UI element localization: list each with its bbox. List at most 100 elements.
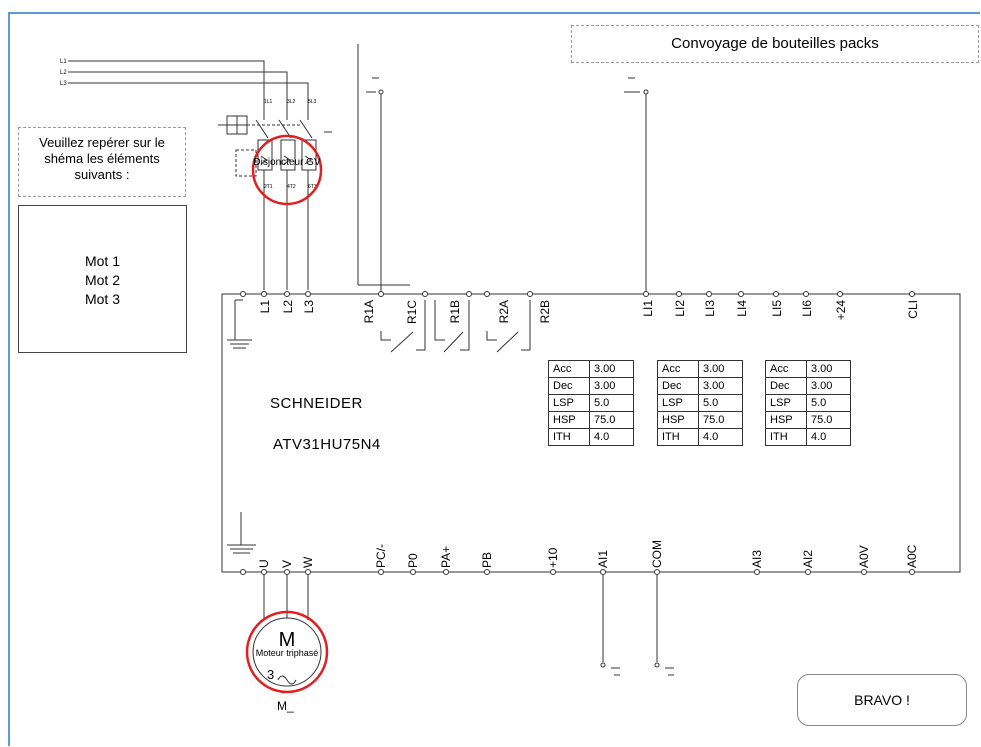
terminal-label-li1: LI1	[641, 300, 655, 317]
window-frame	[8, 12, 980, 746]
terminal-label-li2: LI2	[673, 300, 687, 317]
param-value: 3.00	[806, 360, 851, 378]
param-value: 75.0	[589, 411, 634, 429]
param-value: 3.00	[589, 360, 634, 378]
word-item: Mot 3	[84, 291, 120, 307]
terminal-label-com: COM	[650, 540, 664, 568]
ground-symbol	[227, 512, 256, 554]
terminal-label-li4: LI4	[735, 300, 749, 317]
motor-label: Moteur triphasé	[256, 648, 319, 658]
top-terminal-labels: L1 L2 L3 R1A R1C R1B R2A R2B LI1 LI2 LI3…	[258, 300, 920, 324]
drive-brand: SCHNEIDER	[270, 395, 363, 412]
terminal-label-ai3: AI3	[750, 550, 764, 568]
terminal-label-pb: PB	[480, 552, 494, 568]
param-key: Dec	[657, 377, 699, 395]
param-value: 4.0	[698, 428, 743, 446]
param-value: 4.0	[589, 428, 634, 446]
param-key: Acc	[657, 360, 699, 378]
terminal-label-r1b: R1B	[448, 300, 462, 323]
motor-symbol-m: M	[279, 629, 296, 651]
terminal-label-ai2: AI2	[801, 550, 815, 568]
terminal-label-l1: L1	[258, 300, 272, 314]
param-key: Acc	[765, 360, 807, 378]
top-terminal-circles	[240, 291, 915, 297]
terminal-label-pa: PA+	[439, 546, 453, 568]
terminal-label-u: U	[257, 559, 271, 568]
instruction-box: Veuillez repérer sur le shéma les élémen…	[18, 127, 186, 197]
terminal-label-pc: PC/-	[374, 544, 388, 568]
instruction-text: Veuillez repérer sur le shéma les élémen…	[39, 135, 165, 182]
breaker-term-4t2: 4T2	[287, 184, 296, 190]
terminal-label-l2: L2	[281, 300, 295, 314]
supply-label-l3: L3	[60, 81, 67, 87]
terminal-label-w: W	[301, 556, 315, 568]
param-value: 3.00	[806, 377, 851, 395]
param-key: ITH	[548, 428, 590, 446]
param-key: LSP	[657, 394, 699, 412]
param-key: HSP	[548, 411, 590, 429]
terminal-label-r1c: R1C	[405, 300, 419, 324]
diagram-title: Convoyage de bouteilles packs	[671, 35, 879, 52]
terminal-label-l3: L3	[302, 300, 316, 314]
supply-label-l1: L1	[60, 59, 67, 65]
param-key: HSP	[657, 411, 699, 429]
breaker-term-5l3: 5L3	[308, 99, 317, 105]
param-value: 4.0	[806, 428, 851, 446]
supply-lines	[68, 60, 309, 85]
terminal-label-r2a: R2A	[497, 300, 511, 323]
breaker-highlight-circle[interactable]	[251, 134, 323, 206]
param-key: ITH	[657, 428, 699, 446]
terminal-label-r1a: R1A	[362, 300, 376, 323]
param-key: Dec	[765, 377, 807, 395]
param-key: ITH	[765, 428, 807, 446]
terminal-label-li3: LI3	[703, 300, 717, 317]
word-item: Mot 2	[84, 272, 120, 288]
param-value: 5.0	[589, 394, 634, 412]
terminal-label-li5: LI5	[770, 300, 784, 317]
title-box: Convoyage de bouteilles packs	[571, 25, 979, 63]
param-value: 5.0	[806, 394, 851, 412]
breaker-term-6t3: 6T3	[308, 184, 317, 190]
motor-highlight-circle[interactable]	[245, 610, 329, 694]
terminal-label-10v: +10	[546, 547, 560, 568]
bravo-button[interactable]: BRAVO !	[797, 674, 967, 726]
analog-input-wiring	[600, 575, 674, 676]
bottom-terminal-labels: U V W PC/- P0 PA+ PB +10 AI1 COM AI3 AI2…	[257, 540, 919, 568]
terminal-label-24v: +24	[834, 300, 848, 321]
drive-model: ATV31HU75N4	[273, 436, 381, 453]
terminal-label-li6: LI6	[800, 300, 814, 317]
breaker-term-3l2: 3L2	[287, 99, 296, 105]
motor-phase-count: 3	[267, 667, 274, 682]
relay-wiring	[357, 44, 649, 294]
terminal-label-cli: CLI	[906, 300, 920, 319]
breaker-term-2t1: 2T1	[264, 184, 273, 190]
breaker-label: Disjoncteur GV	[253, 157, 321, 168]
terminal-label-ai1: AI1	[596, 550, 610, 568]
param-key: Dec	[548, 377, 590, 395]
supply-label-l2: L2	[60, 70, 67, 76]
param-value: 75.0	[806, 411, 851, 429]
param-value: 3.00	[589, 377, 634, 395]
word-item: Mot 1	[84, 253, 120, 269]
param-key: LSP	[548, 394, 590, 412]
param-value: 75.0	[698, 411, 743, 429]
param-value: 3.00	[698, 360, 743, 378]
terminal-label-r2b: R2B	[538, 300, 552, 323]
bottom-terminal-circles	[240, 569, 915, 575]
terminal-label-p0: P0	[406, 553, 420, 568]
breaker-symbol	[218, 85, 332, 290]
